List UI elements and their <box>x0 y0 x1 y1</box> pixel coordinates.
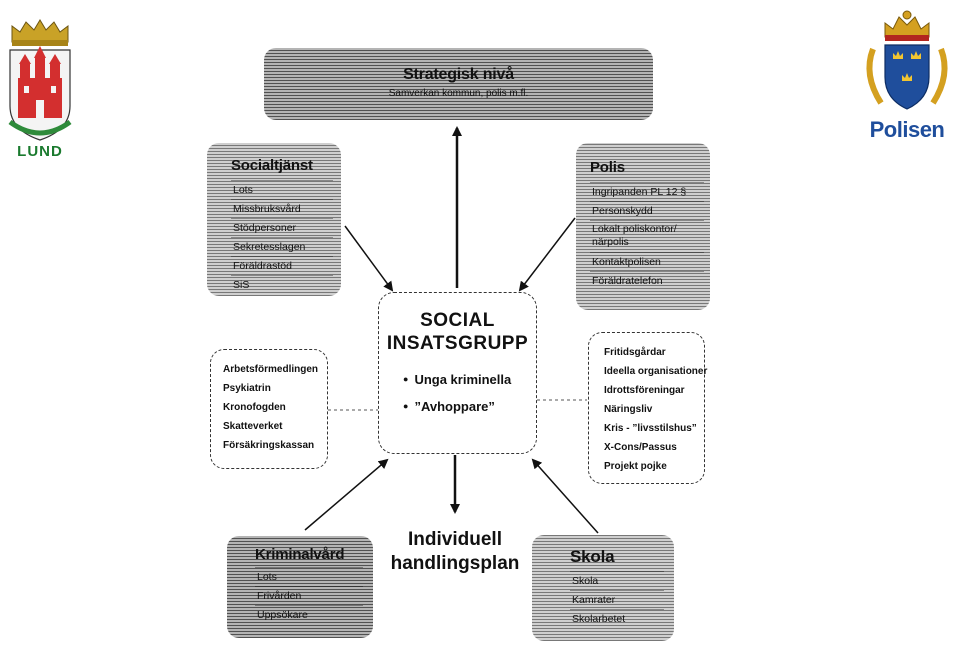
individual-plan: Individuell handlingsplan <box>388 528 522 576</box>
left-partner-item: Kronofogden <box>223 402 286 413</box>
left-partner-item: Arbetsförmedlingen <box>223 364 319 375</box>
right-partner-item: Ideella organisationer <box>604 366 708 377</box>
plan-line2: handlingsplan <box>390 553 520 574</box>
kriminalvard-title: Kriminalvård <box>255 546 345 563</box>
right-partner-item: X-Cons/Passus <box>604 442 677 453</box>
skola-item: Kamrater <box>570 590 664 609</box>
socialtjanst-item: Missbruksvård <box>231 199 333 218</box>
right-partner-item: Projekt pojke <box>604 461 667 472</box>
center-bullets: Unga kriminella”Avhoppare” <box>403 367 536 421</box>
lund-logo: LUND <box>4 18 76 163</box>
kriminalvard-item: Lots <box>255 567 363 586</box>
arrow-from-polis <box>518 217 576 292</box>
polis-item: Kontaktpolisen <box>590 252 704 271</box>
strategic-subtitle: Samverkan kommun, polis m.fl. <box>388 88 529 99</box>
socialtjanst-item: Stödpersoner <box>231 218 333 237</box>
polis-item: Föräldratelefon <box>590 271 704 290</box>
right-partner-item: Fritidsgårdar <box>604 347 666 358</box>
right-partner-item: Idrottsföreningar <box>604 385 685 396</box>
polisen-logo: Polisen <box>855 5 959 145</box>
polisen-logo-text: Polisen <box>869 117 945 142</box>
arrow-from-kriminalvard <box>304 458 389 531</box>
left-partner-item: Försäkringskassan <box>223 440 315 451</box>
police-badge-icon <box>866 10 948 110</box>
socialtjanst-item: Lots <box>231 180 333 199</box>
strategic-level-box: Strategisk nivå Samverkan kommun, polis … <box>264 48 653 120</box>
socialtjanst-item: Föräldrastöd <box>231 256 333 275</box>
center-title-line2: INSATSGRUPP <box>386 333 529 354</box>
arrow-from-skola <box>531 458 599 534</box>
center-title-line1: SOCIAL <box>420 310 495 331</box>
skola-item: Skola <box>570 571 664 590</box>
socialtjanst-item: SiS <box>231 275 333 294</box>
socialtjanst-item: Sekretesslagen <box>231 237 333 256</box>
right-partner-item: Kris - ”livsstilshus” <box>604 423 697 434</box>
strategic-title: Strategisk nivå <box>403 66 514 83</box>
left-partner-item: Skatteverket <box>223 421 283 432</box>
lund-coat-of-arms-icon <box>8 19 72 141</box>
skola-item: Skolarbetet <box>570 609 664 628</box>
socialtjanst-title: Socialtjänst <box>231 157 313 174</box>
polis-title: Polis <box>590 159 625 176</box>
polis-item: Ingripanden PL 12 § <box>590 182 704 201</box>
arrow-from-socialtjanst <box>344 225 394 292</box>
polis-item: Personskydd <box>590 201 704 220</box>
plan-line1: Individuell <box>408 529 502 550</box>
lund-logo-text: LUND <box>17 143 63 160</box>
kriminalvard-item: Uppsökare <box>255 605 363 624</box>
social-insatsgrupp-box: SOCIAL INSATSGRUPP Unga kriminella”Avhop… <box>378 292 537 454</box>
center-bullet: ”Avhoppare” <box>403 394 536 421</box>
right-partner-item: Näringsliv <box>604 404 653 415</box>
skola-title: Skola <box>570 547 615 566</box>
center-bullet: Unga kriminella <box>403 367 536 394</box>
polis-item: Lokalt poliskontor/ närpolis <box>590 220 704 252</box>
kriminalvard-item: Frivården <box>255 586 363 605</box>
left-partner-item: Psykiatrin <box>223 383 271 394</box>
